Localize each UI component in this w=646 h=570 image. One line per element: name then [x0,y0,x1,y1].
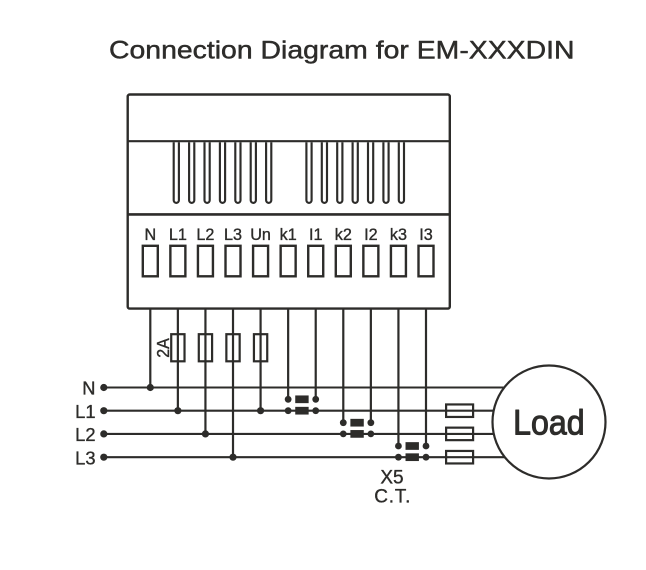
svg-text:L3: L3 [75,447,95,468]
svg-text:L1: L1 [75,401,95,422]
svg-text:X5: X5 [380,468,403,489]
svg-text:k1: k1 [280,226,297,244]
svg-text:Connection Diagram for EM-XXXD: Connection Diagram for EM-XXXDIN [109,36,575,64]
svg-text:N: N [82,378,95,399]
svg-text:k3: k3 [390,226,407,244]
svg-text:k2: k2 [335,226,352,244]
svg-text:N: N [144,226,156,244]
svg-text:L3: L3 [224,226,242,244]
svg-text:Un: Un [250,226,271,244]
svg-text:I1: I1 [309,226,323,244]
svg-text:2A: 2A [153,338,173,358]
svg-text:I3: I3 [419,226,433,244]
svg-text:L2: L2 [75,424,95,445]
svg-text:L1: L1 [169,226,187,244]
svg-text:C.T.: C.T. [374,486,411,507]
svg-text:I2: I2 [364,226,378,244]
svg-text:L2: L2 [196,226,214,244]
svg-text:Load: Load [513,404,585,443]
